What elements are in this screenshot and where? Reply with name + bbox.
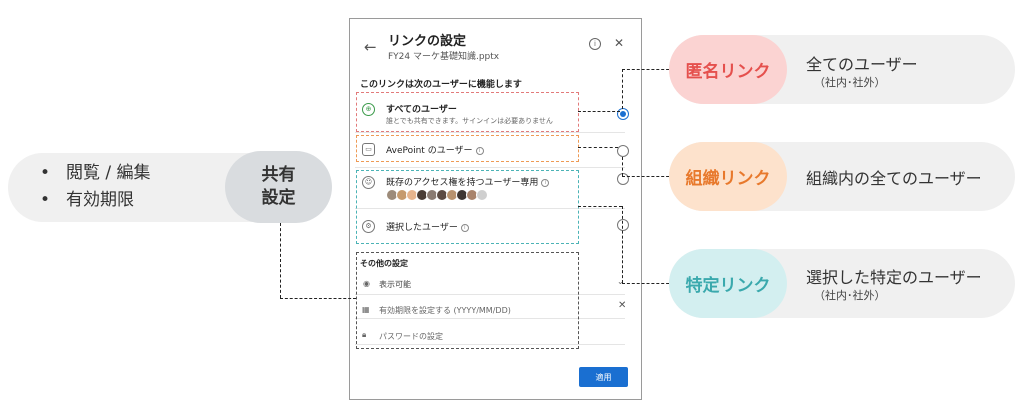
radio-everyone[interactable] <box>617 108 629 120</box>
list-item: 閲覧 / 編集 <box>40 160 151 187</box>
divider <box>355 344 625 345</box>
dialog-title: リンクの設定 <box>388 34 467 49</box>
connector-line <box>622 283 674 284</box>
globe-icon: ⊕ <box>362 103 375 116</box>
apply-button[interactable]: 適用 <box>579 367 628 387</box>
permission-select[interactable]: 表示可能 <box>379 280 411 289</box>
divider <box>355 294 625 295</box>
anonymous-link-badge: 匿名リンク <box>669 35 787 104</box>
expiry-date-input[interactable]: 有効期限を設定する (YYYY/MM/DD) <box>379 306 511 315</box>
anonymous-link-text: 全てのユーザー <box>806 55 918 74</box>
connector-line <box>622 69 623 109</box>
divider <box>355 167 625 168</box>
list-item: 有効期限 <box>40 187 151 214</box>
specific-link-badge: 特定リンク <box>669 249 787 318</box>
option-everyone-title: すべてのユーザー <box>386 105 457 115</box>
share-settings-list: 閲覧 / 編集 有効期限 <box>40 160 151 214</box>
clear-date-icon[interactable]: ✕ <box>618 300 627 311</box>
org-link-text: 組織内の全てのユーザー <box>806 169 982 188</box>
connector-line <box>622 157 623 176</box>
info-icon[interactable]: i <box>589 38 601 50</box>
org-link-frame <box>356 135 579 162</box>
connector-line <box>578 111 620 112</box>
avatar-group <box>386 189 488 201</box>
eye-icon: ◉ <box>363 279 370 288</box>
connector-line <box>578 147 618 148</box>
calendar-icon: ▦ <box>362 305 370 314</box>
chevron-down-icon[interactable]: ⌄ <box>617 277 624 286</box>
back-arrow-icon[interactable]: ← <box>364 38 377 56</box>
radio-org[interactable] <box>617 145 629 157</box>
specific-link-frame <box>356 170 579 244</box>
divider <box>355 318 625 319</box>
radio-selected[interactable] <box>617 219 629 231</box>
option-everyone-description: 誰とでも共有できます。サインインは必要ありません <box>386 117 553 125</box>
person-settings-icon: ⚙ <box>362 220 375 233</box>
file-name: FY24 マーケ基礎知識.pptx <box>388 52 500 62</box>
lock-icon: 🔒︎ <box>362 330 367 339</box>
password-input[interactable]: パスワードの設定 <box>379 332 443 341</box>
section-heading: このリンクは次のユーザーに機能します <box>360 80 522 90</box>
connector-line <box>280 298 356 299</box>
radio-existing[interactable] <box>617 173 629 185</box>
divider <box>355 132 625 133</box>
anonymous-link-frame <box>356 92 579 132</box>
connector-line <box>578 206 622 207</box>
anonymous-link-sub: （社内･社外） <box>814 76 886 89</box>
other-settings-heading: その他の設定 <box>360 259 408 268</box>
divider <box>355 208 625 209</box>
close-icon[interactable]: ✕ <box>614 36 625 50</box>
connector-line <box>622 176 674 177</box>
avatar <box>476 189 488 201</box>
connector-line <box>622 206 623 283</box>
specific-link-text: 選択した特定のユーザー <box>806 268 982 287</box>
other-settings-frame <box>356 252 579 349</box>
connector-line <box>280 223 281 298</box>
connector-line <box>622 69 674 70</box>
share-settings-badge: 共有 設定 <box>225 151 332 223</box>
specific-link-sub: （社内･社外） <box>814 289 886 302</box>
link-settings-dialog <box>349 18 642 400</box>
person-icon: ☺ <box>362 176 375 189</box>
org-link-badge: 組織リンク <box>669 142 787 211</box>
building-icon: ▭ <box>362 143 375 156</box>
